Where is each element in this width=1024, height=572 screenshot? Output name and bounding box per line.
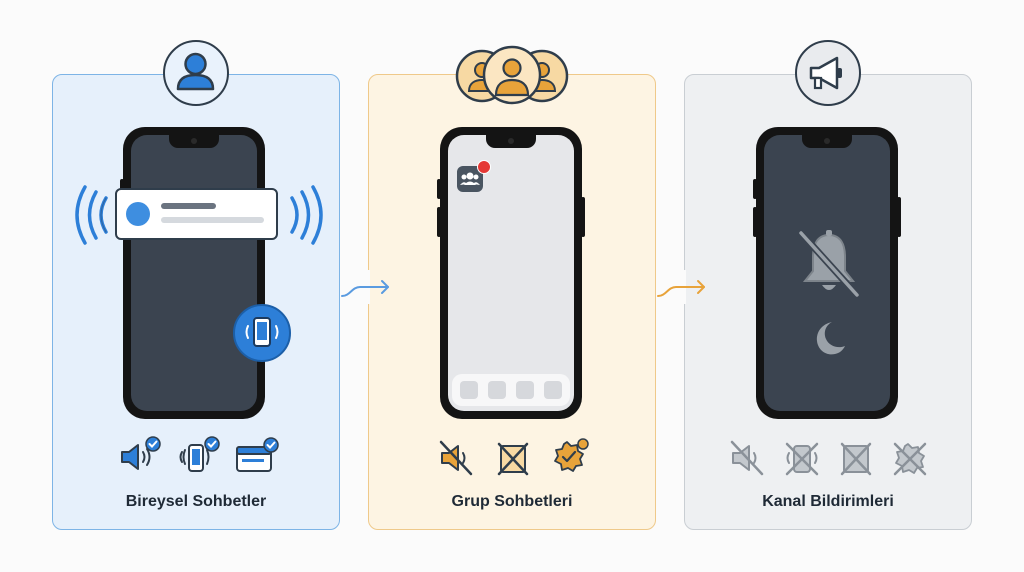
panel-title-channel: Kanal Bildirimleri [762,493,894,510]
panel-title-group: Grup Sohbetleri [451,493,573,510]
vibrate-off-icon [497,442,529,476]
flow-arrow [340,270,389,304]
vibrate-icon [233,304,291,362]
vibrate-setting-icon [179,436,220,472]
badge-icon [554,438,589,472]
phone-mockup [437,127,585,419]
vibration-waves-right-icon [290,185,323,245]
panel-title-individual: Bireysel Sohbetler [125,493,267,510]
notification-banner [115,188,278,240]
moon-icon [816,322,845,355]
badge-off-icon [893,442,927,476]
flow-arrow [656,270,705,304]
user-icon [163,40,229,106]
phone-screen [131,135,257,411]
sound-muted-icon [730,440,764,476]
vibration-waves-left-icon [75,185,108,245]
banner-icon [236,437,279,472]
group-users-icon [454,44,570,106]
phone-mockup [120,127,268,419]
bell-slash-icon [797,229,861,299]
banner-off-icon [840,442,872,476]
megaphone-icon [795,40,861,106]
avatar [126,202,150,226]
app-dock [452,374,570,406]
vibrate-off-icon [785,442,819,476]
sound-muted-icon [439,440,473,476]
sound-on-icon [121,436,161,470]
unread-badge [477,160,491,174]
